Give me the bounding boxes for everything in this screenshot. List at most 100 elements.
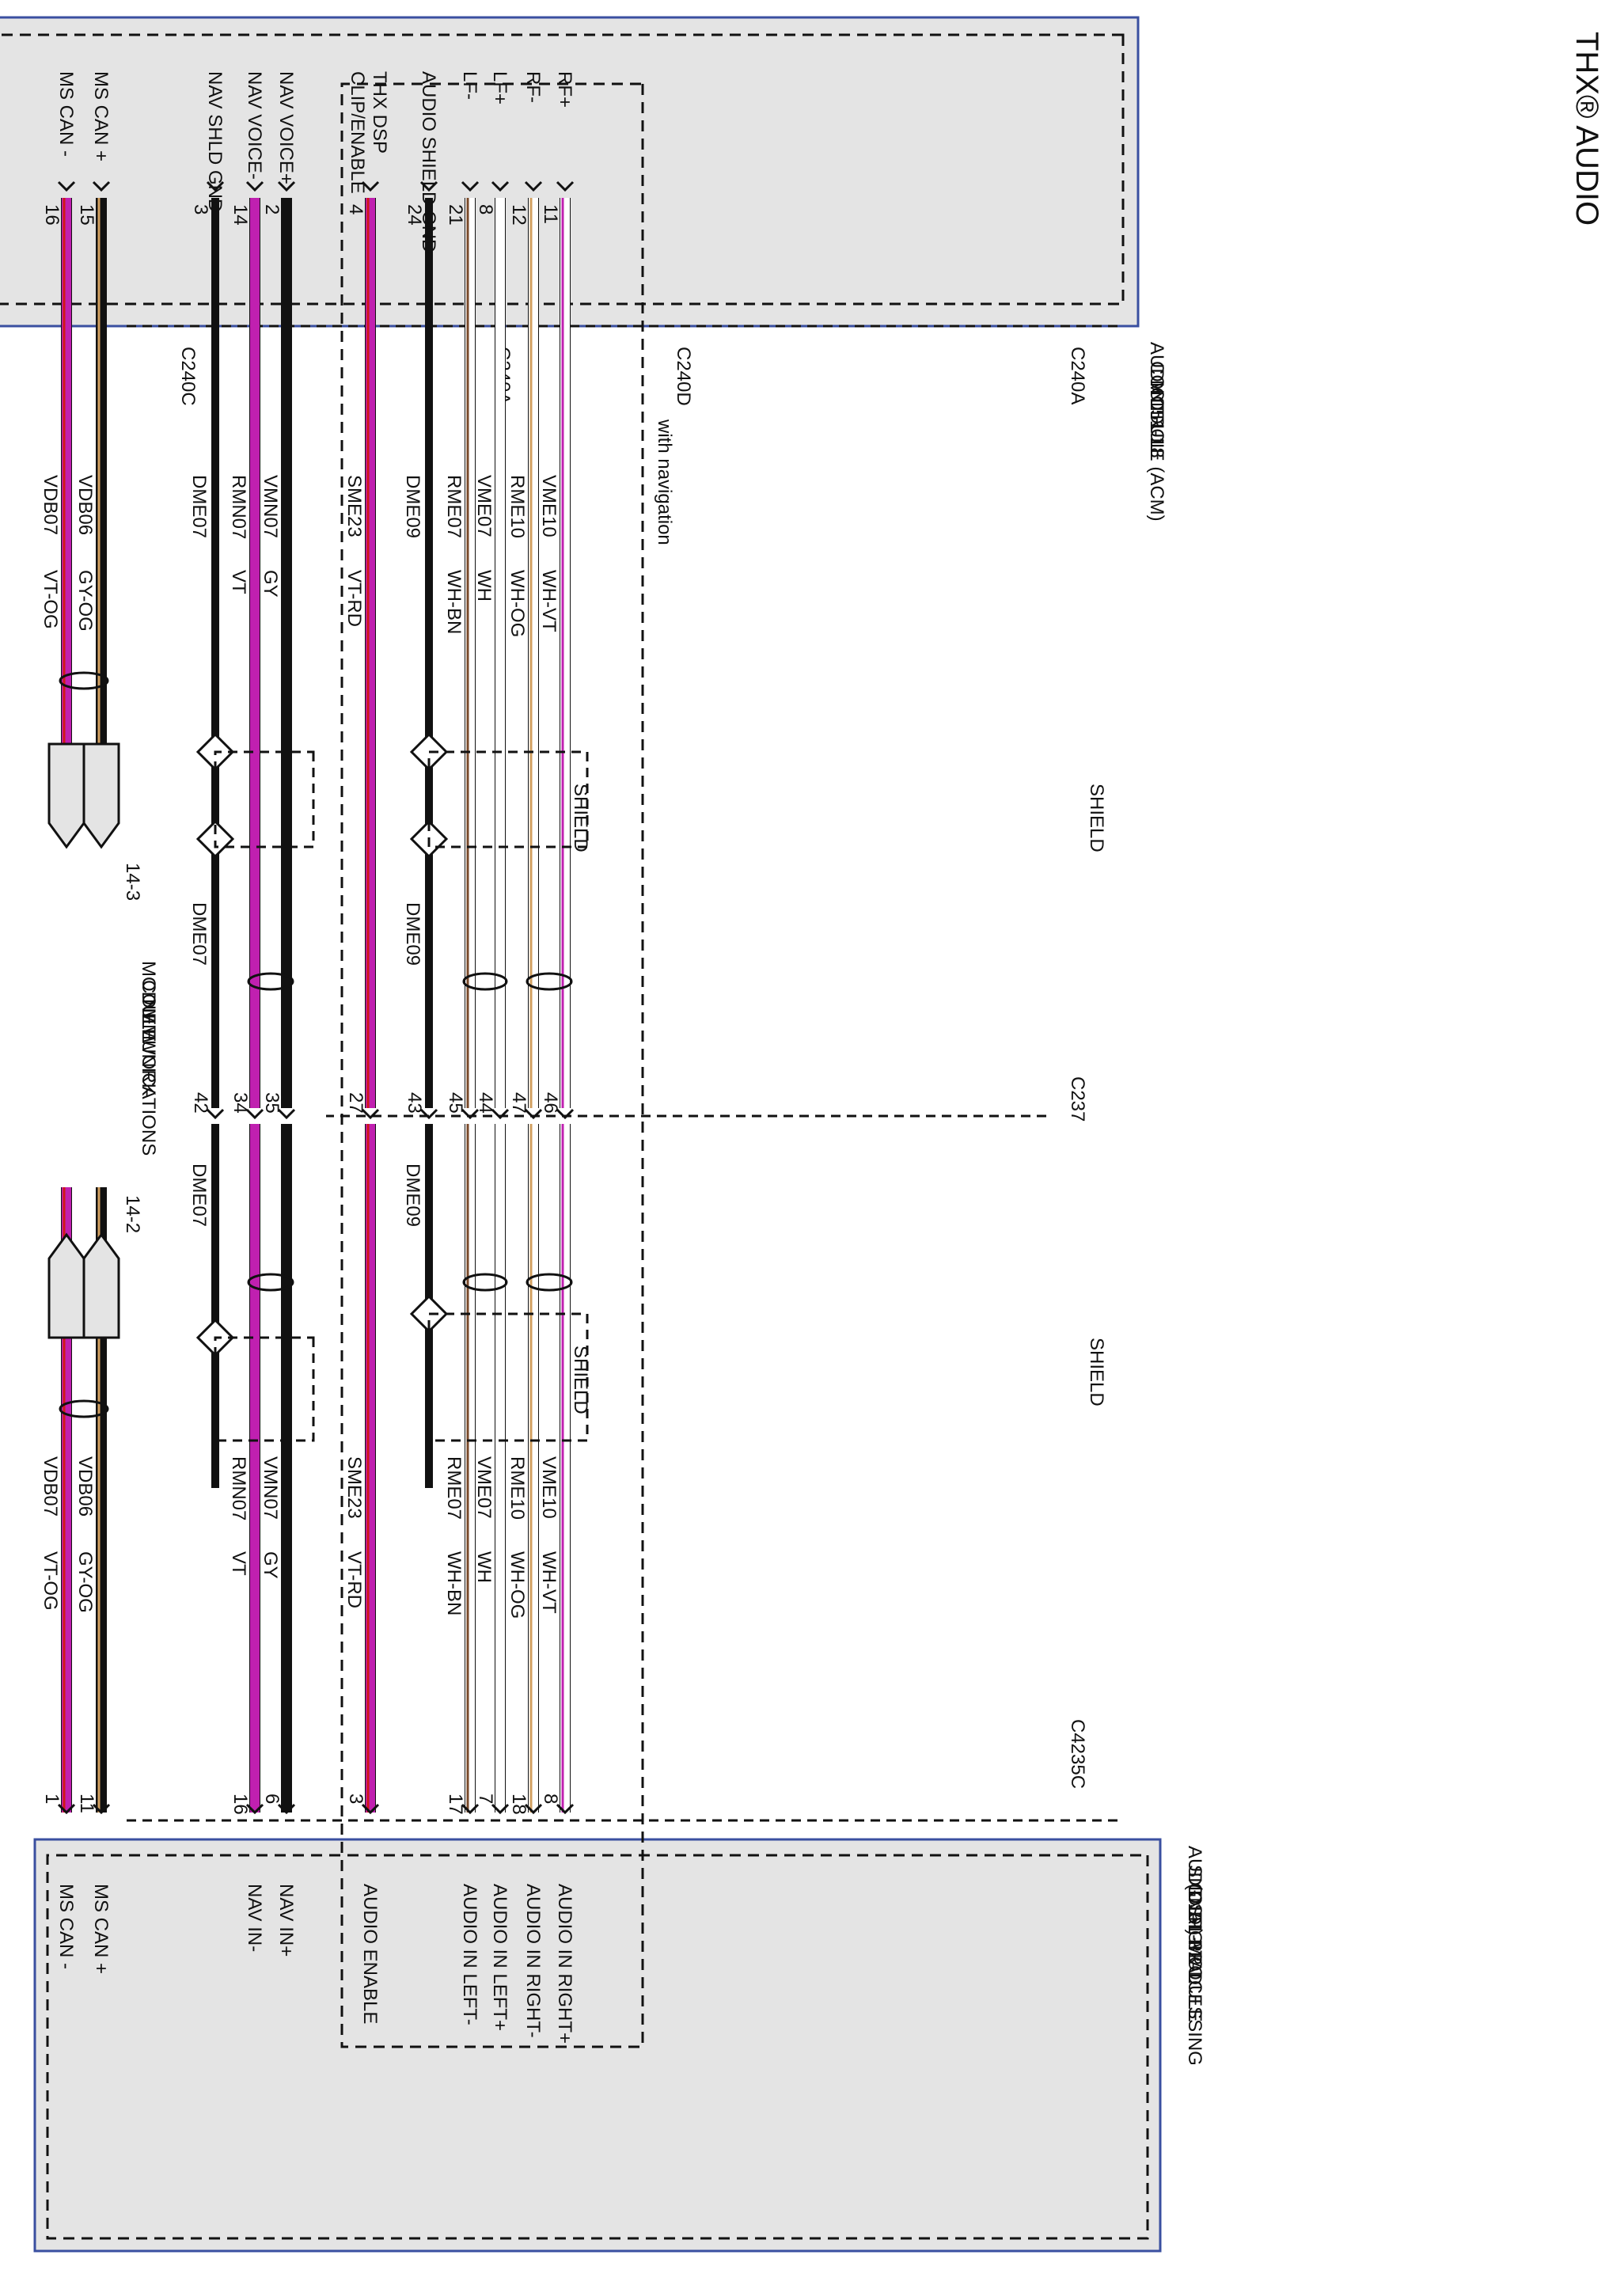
acm-pin-label-0: RF+ [554, 71, 575, 108]
shield-box-audio-dsp [427, 1312, 589, 1442]
twist-audio-acm-1 [462, 972, 508, 991]
wire-rme10-acm-arrow [524, 180, 543, 192]
acm-pin-label-9: MS CAN + [90, 71, 112, 161]
wire-vme10-circuit-dsp: VME10 [538, 1456, 560, 1519]
dsp-name-4: 151-32 [1184, 1903, 1205, 1962]
wire-rme10-dsp-pin: 18 [508, 1794, 529, 1815]
wire-dme09-c237-pin: 43 [404, 1092, 425, 1114]
wire-rme07-acm-pin: 21 [445, 204, 466, 226]
wire-rmn07-acm-arrow [245, 180, 264, 192]
network-ref-left: 14-3 [122, 863, 143, 901]
can-plus-terminal-dsp [82, 1232, 120, 1339]
wire-sme23-c237-arrow [361, 1108, 380, 1120]
wire-rme07-c237-pin: 45 [445, 1092, 466, 1114]
shield-label-acm-audio: SHIELD [1086, 784, 1107, 852]
wire-vdb06-dsp-pin: 11 [76, 1794, 97, 1813]
wire-rmn07-c237-arrow [245, 1108, 264, 1120]
acm-name-1: AUDIO [1146, 342, 1167, 402]
wire-vmn07-dsp-arrow [277, 1803, 296, 1815]
wire-sme23-dsp-pin: 3 [345, 1794, 366, 1804]
shield-box-audio-acm [427, 750, 589, 848]
wire-vdb06-color-acm: GY-OG [74, 570, 96, 632]
wire-vme10-dsp-arrow [556, 1803, 575, 1815]
wire-rmn07-circuit-acm: RMN07 [228, 475, 249, 539]
wire-rme10-color-acm: WH-OG [507, 570, 528, 637]
acm-pin-label-6: NAV VOICE+ [275, 71, 297, 184]
wire-vme07-color-acm: WH [473, 570, 495, 602]
shield-box-nav-dsp [214, 1336, 315, 1442]
acm-pin-label-4: AUDIO SHIELD GND [418, 71, 439, 252]
wire-vdb06-circuit-acm: VDB06 [74, 475, 96, 535]
wire-vme07-circuit-acm: VME07 [473, 475, 495, 537]
wire-sme23-c237-pin: 27 [345, 1092, 366, 1114]
wire-vdb07-color-dsp: VT-OG [40, 1551, 61, 1611]
wire-rme07-dsp-arrow [461, 1803, 480, 1815]
wire-vmn07-acm-pin: 2 [261, 204, 283, 214]
wire-rme10-dsp-arrow [524, 1803, 543, 1815]
wire-rme07-circuit-acm: RME07 [443, 475, 465, 538]
wire-sme23-acm-arrow [361, 180, 380, 192]
acm-pin-label-5-1: THX DSP [369, 71, 390, 154]
wire-rme07-color-dsp: WH-BN [443, 1551, 465, 1615]
shield-box-nav-acm [214, 750, 315, 848]
wire-vdb06-dsp-arrow [92, 1803, 111, 1815]
acm-pin-label-5-2: CLIP/ENABLE [347, 71, 368, 194]
twist-audio-dsp-1 [462, 1273, 508, 1292]
acm-pin-label-10: MS CAN - [55, 71, 77, 157]
wire-vmn07-color-acm: GY [260, 570, 281, 598]
wire-vme07-dsp-pin: 7 [475, 1794, 496, 1804]
wire-vdb07-dsp-arrow [57, 1803, 76, 1815]
connector-c237: C237 [1067, 1076, 1088, 1122]
dsp-pin-label-5: NAV IN+ [275, 1884, 297, 1957]
wire-vmn07-color-dsp: GY [260, 1551, 281, 1579]
wire-vmn07-circuit-dsp: VMN07 [260, 1456, 281, 1520]
dsp-name-1: AUDIO DIGITAL [1184, 1846, 1205, 1983]
wire-rmn07-acm-pin: 14 [230, 204, 251, 226]
network-label-2: COMMUNICATIONS [138, 980, 159, 1156]
dsp-pin-label-6: NAV IN- [244, 1884, 265, 1952]
wire-dme07-c237-pin: 42 [190, 1092, 211, 1114]
wire-vdb06-acm-pin: 15 [76, 204, 97, 226]
wire-sme23-acm-pin: 4 [345, 204, 366, 214]
wire-rme10-c237-pin: 47 [508, 1092, 529, 1114]
wire-rme07-dsp-pin: 17 [445, 1794, 466, 1815]
acm-name-4: 151-18 [1146, 399, 1167, 458]
network-label-1: MODULE [138, 961, 159, 1042]
dsp-pin-label-7: MS CAN + [90, 1884, 112, 1974]
acm-pin-label-1: RF- [522, 71, 544, 103]
network-label-3: NETWORK [138, 999, 159, 1096]
wire-vdb06-circuit-dsp: VDB06 [74, 1456, 96, 1516]
wire-vdb07-acm-arrow [57, 180, 76, 192]
wire-dme09-acm-arrow [419, 180, 438, 192]
dsp-pin-label-1: AUDIO IN RIGHT- [522, 1884, 544, 2038]
wire-dme07-circuit-dsp: DME07 [188, 1163, 210, 1227]
wire-vme10-color-acm: WH-VT [538, 570, 560, 632]
dsp-pin-label-2: AUDIO IN LEFT+ [489, 1884, 510, 2031]
acm-name-3: MODULE (ACM) [1146, 380, 1167, 522]
wire-rmn07-color-acm: VT [228, 570, 249, 594]
wire-sme23-dsp-arrow [361, 1803, 380, 1815]
acm-pin-label-8: NAV SHLD GND [204, 71, 226, 212]
wire-vme07-c237-arrow [491, 1108, 510, 1120]
wire-vme10-c237-arrow [556, 1108, 575, 1120]
connector-acm-a: C240A [1067, 347, 1088, 404]
wire-dme07-acm-pin: 3 [190, 204, 211, 214]
wire-dme09-c237-arrow [419, 1108, 438, 1120]
twist-nav-dsp [247, 1273, 294, 1292]
wire-rme07-c237-arrow [461, 1108, 480, 1120]
wire-rmn07-dsp-arrow [245, 1803, 264, 1815]
wire-vdb07-color-acm: VT-OG [40, 570, 61, 629]
wire-sme23-color-dsp: VT-RD [343, 1551, 365, 1608]
wire-vme07-acm-pin: 8 [475, 204, 496, 214]
wire-vdb07-circuit-acm: VDB07 [40, 475, 61, 535]
acm-module: AUDIO CONTROL MODULE (ACM) 151-18 [0, 16, 1167, 522]
wire-vme07-dsp-arrow [491, 1803, 510, 1815]
wire-vdb06-color-dsp: GY-OG [74, 1551, 96, 1613]
wire-vme10-acm-arrow [556, 180, 575, 192]
shield-diamond-nav-2 [195, 819, 235, 859]
wire-vdb06-acm-arrow [92, 180, 111, 192]
shield-label-dsp-audio: SHIELD [1086, 1338, 1107, 1406]
wire-vmn07-acm-arrow [277, 180, 296, 192]
dsp-box [33, 1838, 1162, 2253]
acm-pin-label-7: NAV VOICE- [244, 71, 265, 180]
